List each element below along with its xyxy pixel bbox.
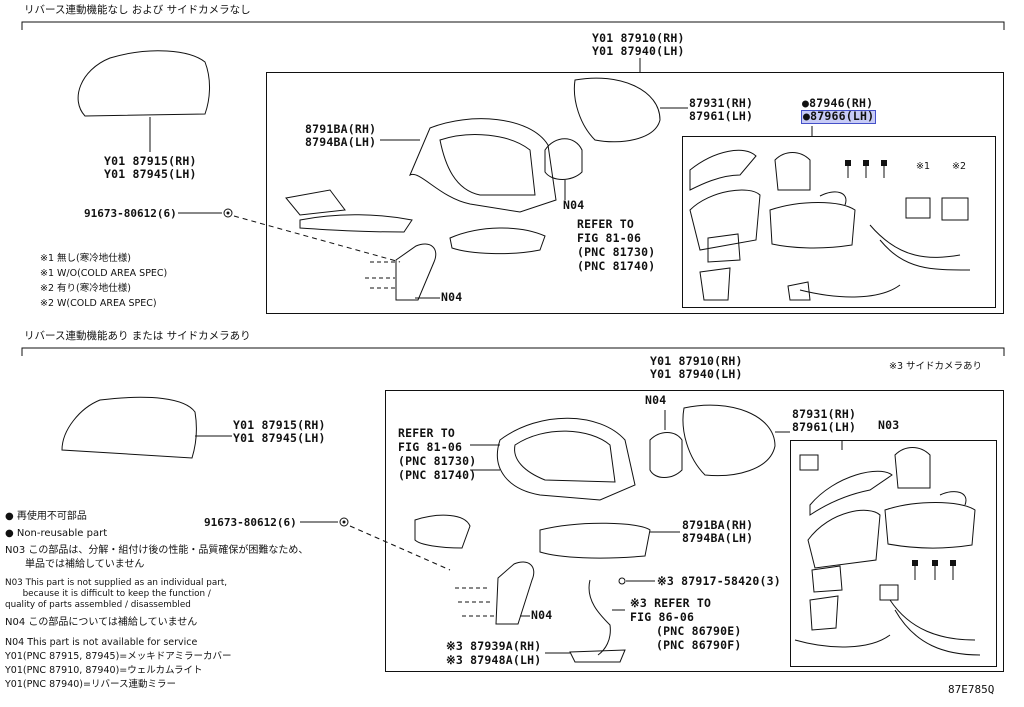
bottom-refer-line-3[interactable]: (PNC 81730) <box>398 454 477 468</box>
top-refer-line-4[interactable]: (PNC 81740) <box>577 259 656 273</box>
top-mirror-glass-drawing <box>573 77 661 143</box>
top-screw-label[interactable]: 91673-80612(6) <box>84 207 177 220</box>
top-motor-n04-label[interactable]: N04 <box>563 198 585 212</box>
bottom-camera-refer-line-1[interactable]: ※3 REFER TO <box>630 596 712 610</box>
bottom-motor-n04-label[interactable]: N04 <box>645 393 667 407</box>
bottom-n03-label[interactable]: N03 <box>878 418 900 432</box>
top-mirror-rh-label[interactable]: 87931(RH) <box>689 96 754 110</box>
top-section-bracket <box>21 21 1005 30</box>
top-cover-lh-label[interactable]: Y01 87945(LH) <box>104 167 197 181</box>
bottom-camera-screw-label[interactable]: ※3 87917-58420(3) <box>657 574 781 588</box>
bottom-housing-rh-label[interactable]: 8791BA(RH) <box>682 518 754 532</box>
bottom-assembly-frame <box>385 390 1004 672</box>
bottom-screw-label[interactable]: 91673-80612(6) <box>204 516 297 529</box>
figure-code: 87E785Q <box>948 683 995 696</box>
top-subparts-frame <box>682 136 996 308</box>
top-refer-line-2[interactable]: FIG 81-06 <box>577 231 642 245</box>
top-cover-n04-label[interactable]: N04 <box>441 290 463 304</box>
bottom-mirror-cover-drawing <box>61 396 197 459</box>
top-mirror-assy-lh-label[interactable]: Y01 87940(LH) <box>592 44 685 58</box>
top-mark-2: ※2 <box>952 161 967 172</box>
bottom-housing-lh-label[interactable]: 8794BA(LH) <box>682 531 754 545</box>
top-note-3: ※2 有り(寒冷地仕様) <box>40 283 131 294</box>
bottom-lamp-lh-label[interactable]: ※3 87948A(LH) <box>446 653 542 667</box>
bottom-refer-line-2[interactable]: FIG 81-06 <box>398 440 463 454</box>
bottom-refer-line-4[interactable]: (PNC 81740) <box>398 468 477 482</box>
legend-line-12: Y01(PNC 87940)=リバース連動ミラー <box>5 679 176 690</box>
bottom-camera-refer-line-4[interactable]: (PNC 86790F) <box>656 638 742 652</box>
bottom-camera-note: ※3 サイドカメラあり <box>889 361 983 372</box>
legend-line-4: 単品では補給していません <box>5 559 145 570</box>
top-n04-cover-drawing <box>395 243 437 301</box>
top-note-2: ※1 W/O(COLD AREA SPEC) <box>40 268 168 279</box>
top-housing-lh-label[interactable]: 8794BA(LH) <box>305 135 377 149</box>
top-assembly-frame <box>266 72 1004 314</box>
legend-line-1: ● 再使用不可部品 <box>5 511 87 522</box>
bottom-section-title: リバース連動機能あり または サイドカメラあり <box>24 330 251 342</box>
top-cover-rh-label[interactable]: Y01 87915(RH) <box>104 154 197 168</box>
bottom-housing-drawing <box>496 417 636 501</box>
bottom-motor-drawing <box>649 432 683 478</box>
top-housing-rh-label[interactable]: 8791BA(RH) <box>305 122 377 136</box>
bottom-lamp-rh-label[interactable]: ※3 87939A(RH) <box>446 639 542 653</box>
top-section-title: リバース連動機能なし および サイドカメラなし <box>24 4 251 16</box>
bottom-mirror-rh-label[interactable]: 87931(RH) <box>792 407 857 421</box>
legend-line-8: N04 この部品については補給していません <box>5 617 198 628</box>
top-note-4: ※2 W(COLD AREA SPEC) <box>40 298 157 309</box>
top-motor-drawing <box>544 138 583 180</box>
top-mark-1: ※1 <box>916 161 931 172</box>
legend-line-3: N03 この部品は、分解・組付け後の性能・品質確保が困難なため、 <box>5 545 309 556</box>
top-mirror-lh-label[interactable]: 87961(LH) <box>689 109 754 123</box>
top-subassy-rh-label[interactable]: ●87946(RH) <box>802 96 874 110</box>
legend-line-11: Y01(PNC 87910, 87940)=ウェルカムライト <box>5 665 203 676</box>
bottom-mirror-assy-rh-label[interactable]: Y01 87910(RH) <box>650 354 743 368</box>
bottom-mirror-glass-drawing <box>682 404 776 477</box>
bottom-cover-lh-label[interactable]: Y01 87945(LH) <box>233 431 326 445</box>
bottom-camera-refer-line-2[interactable]: FIG 86-06 <box>630 610 695 624</box>
top-refer-line-3[interactable]: (PNC 81730) <box>577 245 656 259</box>
legend-line-7: quality of parts assembled / disassemble… <box>5 600 191 610</box>
bottom-mirror-assy-lh-label[interactable]: Y01 87940(LH) <box>650 367 743 381</box>
bottom-mirror-lh-label[interactable]: 87961(LH) <box>792 420 857 434</box>
legend-line-5: N03 This part is not supplied as an indi… <box>5 578 228 588</box>
bottom-n03-frame <box>790 440 997 667</box>
legend-line-10: Y01(PNC 87915, 87945)=メッキドアミラーカバー <box>5 651 232 662</box>
bottom-camera-refer-line-3[interactable]: (PNC 86790E) <box>656 624 742 638</box>
top-refer-line-1[interactable]: REFER TO <box>577 217 634 231</box>
legend-line-9: N04 This part is not available for servi… <box>5 637 198 648</box>
bottom-cover-n04-label[interactable]: N04 <box>531 608 553 622</box>
legend-line-6: because it is difficult to keep the func… <box>5 589 211 599</box>
top-note-1: ※1 無し(寒冷地仕様) <box>40 253 131 264</box>
top-mirror-assy-rh-label[interactable]: Y01 87910(RH) <box>592 31 685 45</box>
bottom-cover-rh-label[interactable]: Y01 87915(RH) <box>233 418 326 432</box>
top-housing-drawing <box>409 118 557 213</box>
bottom-section-bracket <box>21 347 1005 356</box>
top-subassy-lh-label-highlighted[interactable]: ●87966(LH) <box>800 109 877 124</box>
bottom-refer-line-1[interactable]: REFER TO <box>398 426 455 440</box>
top-mirror-cover-drawing <box>77 50 210 117</box>
legend-line-2: ● Non-reusable part <box>5 528 108 539</box>
